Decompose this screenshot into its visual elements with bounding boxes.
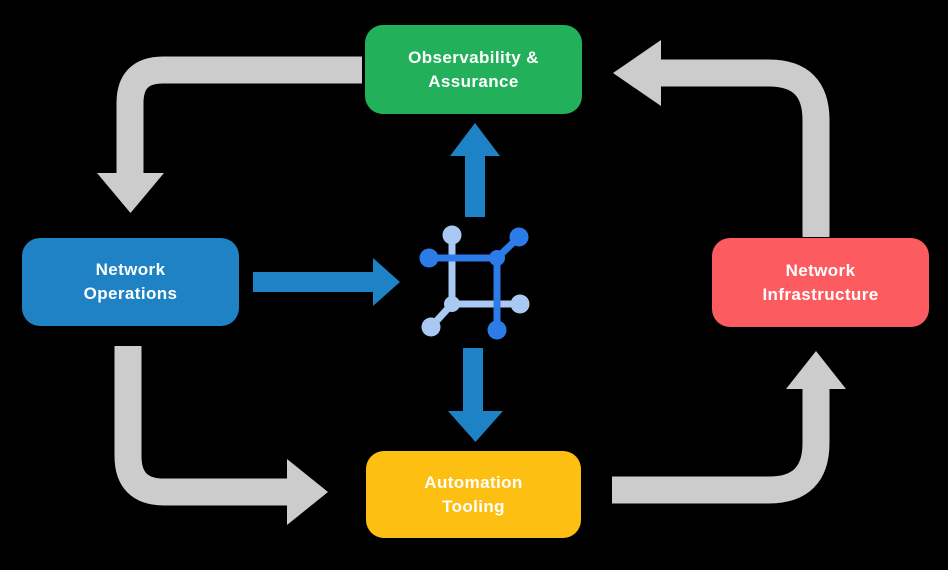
arrowhead-right-icon [287,459,328,525]
arrowhead-up-icon [450,123,500,156]
cycle-arrow-operations-to-automation [114,346,328,525]
arrow-shaft [114,346,288,506]
arrow-shaft [612,389,830,504]
cycle-arrow-infrastructure-to-observability [613,40,830,237]
node-label: Tooling [442,496,505,516]
node-label: Network [785,260,856,280]
node-network-operations: Network Operations [22,238,239,326]
flow-arrow-operations-to-center [253,258,400,306]
node-label: Automation [424,472,523,492]
node-network-infrastructure: Network Infrastructure [712,238,929,327]
arrowhead-up-icon [786,351,846,389]
arrow-shaft [116,56,362,174]
node-observability-assurance: Observability & Assurance [365,25,582,114]
flow-arrow-center-to-automation [448,348,503,442]
arrowhead-right-icon [373,258,400,306]
node-label: Assurance [428,71,519,91]
mesh-light-nodes [421,225,530,337]
arrow-shaft [661,59,830,237]
arrowhead-left-icon [613,40,661,106]
cycle-arrow-observability-to-operations [97,56,362,213]
node-label: Operations [83,284,178,303]
arrowhead-down-icon [448,411,503,442]
node-automation-tooling: Automation Tooling [366,451,581,538]
node-label: Network [95,260,166,279]
arrowhead-down-icon [97,173,164,213]
node-label: Observability & [408,47,539,67]
mesh-dark-nodes [419,227,529,340]
cycle-arrow-automation-to-infrastructure [612,351,846,504]
flow-arrow-center-to-observability [450,123,500,217]
node-label: Infrastructure [762,284,879,304]
network-mesh-icon [419,225,530,340]
